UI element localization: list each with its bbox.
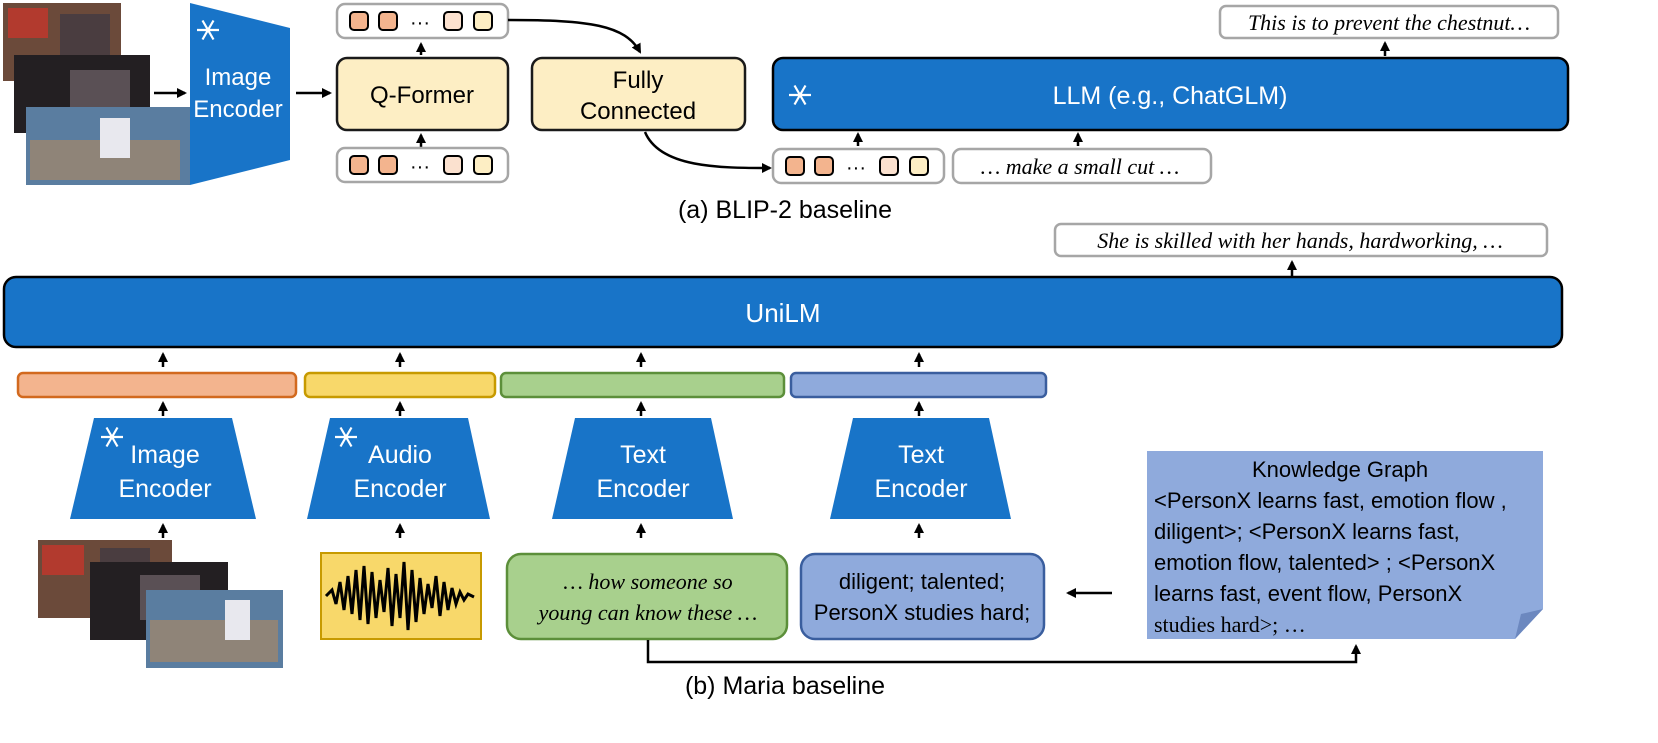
dialogue-feature-bar bbox=[499, 371, 786, 399]
kg-line3: emotion flow, talented> ; <PersonX bbox=[1154, 550, 1496, 575]
kg-line2: diligent>; <PersonX learns fast, bbox=[1154, 519, 1460, 544]
dialogue-line1: … how someone so bbox=[563, 569, 732, 594]
knowledge-feature-bar bbox=[789, 371, 1048, 399]
caption-b: (b) Maria baseline bbox=[685, 672, 885, 700]
kg-line5: studies hard>; … bbox=[1154, 612, 1306, 637]
text-encoder-knowledge bbox=[830, 418, 1011, 519]
knowledge-graph-note bbox=[1147, 451, 1543, 639]
audio-waveform-icon bbox=[324, 561, 475, 631]
kg-title: Knowledge Graph bbox=[1252, 457, 1428, 482]
q-former-box bbox=[335, 56, 510, 132]
text-encoder-2-line1: Text bbox=[898, 441, 944, 469]
token-ellipsis: ··· bbox=[410, 12, 430, 34]
unilm-label: UniLM bbox=[745, 298, 820, 328]
text-encoder-1-line1: Text bbox=[620, 441, 666, 469]
image-encoder-a-line1: Image bbox=[205, 64, 272, 91]
knowledge-text-box bbox=[799, 552, 1046, 641]
image-frames-a bbox=[3, 3, 190, 185]
audio-encoder-line1: Audio bbox=[368, 441, 432, 469]
caption-a: (a) BLIP-2 baseline bbox=[678, 196, 892, 224]
image-frames-b bbox=[38, 540, 283, 668]
image-encoder-b-line2: Encoder bbox=[118, 475, 211, 503]
kg-line4: learns fast, event flow, PersonX bbox=[1154, 581, 1462, 606]
unilm-output-label: She is skilled with her hands, hardworki… bbox=[1097, 228, 1503, 253]
dialogue-line2: young can know these … bbox=[537, 600, 758, 625]
audio-feature-bar bbox=[303, 371, 497, 399]
text-encoder-2-line2: Encoder bbox=[874, 475, 967, 503]
unilm-box bbox=[2, 275, 1564, 349]
fully-connected-box bbox=[530, 56, 747, 132]
llm-text-input bbox=[951, 147, 1213, 185]
token-ellipsis: ··· bbox=[410, 156, 430, 178]
audio-encoder-line2: Encoder bbox=[353, 475, 446, 503]
image-feature-bar bbox=[16, 371, 298, 399]
dialogue-text-box bbox=[505, 552, 789, 641]
fc-label-line1: Fully bbox=[613, 67, 664, 94]
image-encoder-b-line1: Image bbox=[130, 441, 199, 469]
token-ellipsis: ··· bbox=[846, 157, 866, 179]
image-encoder-a bbox=[190, 3, 290, 185]
fc-label-line2: Connected bbox=[580, 98, 696, 125]
text-encoder-1-line2: Encoder bbox=[596, 475, 689, 503]
llm-output-label: This is to prevent the chestnut… bbox=[1248, 10, 1530, 35]
llm-output-text bbox=[1218, 4, 1560, 40]
knowledge-line1: diligent; talented; bbox=[839, 569, 1005, 594]
image-encoder-a-line2: Encoder bbox=[193, 96, 282, 123]
llm-box bbox=[771, 56, 1570, 132]
unilm-output-text bbox=[1053, 222, 1549, 258]
knowledge-line2: PersonX studies hard; bbox=[814, 600, 1030, 625]
llm-label: LLM (e.g., ChatGLM) bbox=[1053, 82, 1288, 110]
text-encoder-dialogue bbox=[552, 418, 733, 519]
llm-text-input-label: … make a small cut … bbox=[981, 154, 1180, 179]
q-former-label: Q-Former bbox=[370, 82, 474, 109]
kg-line1: <PersonX learns fast, emotion flow , bbox=[1154, 488, 1507, 513]
audio-encoder bbox=[307, 418, 490, 519]
